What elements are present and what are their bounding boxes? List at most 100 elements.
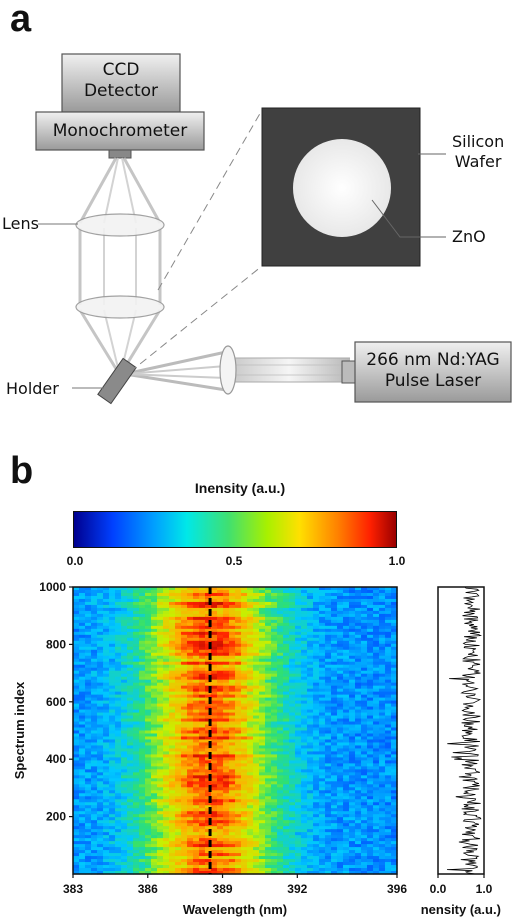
heatmap-cell — [109, 661, 116, 666]
heatmap-cell — [295, 742, 302, 747]
heatmap-cell — [79, 706, 86, 711]
heatmap-cell — [247, 670, 254, 675]
heatmap-cell — [121, 706, 128, 711]
heatmap-cell — [259, 619, 266, 624]
heatmap-cell — [355, 613, 362, 618]
heatmap-cell — [307, 688, 314, 693]
heatmap-cell — [307, 613, 314, 618]
heatmap-cell — [187, 799, 194, 803]
heatmap-cell — [283, 676, 290, 681]
heatmap-cell — [289, 649, 296, 654]
heatmap-cell — [109, 853, 116, 857]
heatmap-cell — [133, 727, 140, 732]
heatmap-cell — [127, 727, 134, 732]
heatmap-cell — [199, 844, 206, 848]
heatmap-cell — [97, 859, 104, 863]
heatmap-cell — [319, 730, 326, 735]
heatmap-cell — [97, 748, 104, 753]
heatmap-cell — [277, 679, 284, 684]
heatmap-cell — [313, 622, 320, 627]
heatmap-cell — [325, 640, 332, 645]
heatmap-cell — [151, 778, 158, 782]
heatmap-cell — [145, 799, 152, 803]
heatmap-cell — [391, 628, 398, 633]
heatmap-cell — [373, 610, 380, 615]
heatmap-cell — [253, 601, 260, 606]
heatmap-cell — [307, 598, 314, 603]
heatmap-cell — [229, 640, 236, 645]
heatmap-cell — [211, 640, 218, 645]
heatmap-cell — [169, 841, 176, 845]
heatmap-cell — [145, 763, 152, 767]
heatmap-cell — [283, 757, 290, 761]
heatmap-cell — [319, 589, 326, 594]
heatmap-cell — [151, 853, 158, 857]
heatmap-cell — [367, 673, 374, 678]
heatmap-cell — [175, 787, 182, 791]
heatmap-cell — [169, 724, 176, 729]
heatmap-cell — [127, 856, 134, 860]
heatmap-cell — [259, 844, 266, 848]
heatmap-cell — [253, 838, 260, 842]
heatmap-cell — [133, 649, 140, 654]
heatmap-cell — [109, 784, 116, 788]
heatmap-cell — [247, 587, 254, 591]
heatmap-cell — [247, 769, 254, 773]
heatmap-cell — [343, 736, 350, 741]
heatmap-cell — [385, 697, 392, 702]
heatmap-cell — [337, 661, 344, 666]
heatmap-cell — [271, 802, 278, 806]
heatmap-cell — [367, 703, 374, 708]
heatmap-cell — [307, 649, 314, 654]
heatmap-cell — [163, 673, 170, 678]
heatmap-cell — [133, 808, 140, 812]
heatmap-cell — [265, 799, 272, 803]
heatmap-cell — [151, 802, 158, 806]
heatmap-cell — [235, 736, 242, 741]
heatmap-cell — [277, 691, 284, 696]
heatmap-cell — [229, 721, 236, 726]
heatmap-cell — [217, 829, 224, 833]
heatmap-cell — [307, 799, 314, 803]
heatmap-cell — [139, 853, 146, 857]
heatmap-cell — [151, 814, 158, 818]
heatmap-cell — [121, 745, 128, 750]
heatmap-cell — [175, 796, 182, 800]
heatmap-cell — [187, 796, 194, 800]
heatmap-cell — [379, 706, 386, 711]
heatmap-cell — [217, 637, 224, 642]
heatmap-cell — [241, 778, 248, 782]
heatmap-cell — [97, 826, 104, 830]
heatmap-cell — [235, 640, 242, 645]
heatmap-cell — [175, 637, 182, 642]
heatmap-cell — [127, 760, 134, 764]
heatmap-cell — [253, 682, 260, 687]
heatmap-cell — [181, 652, 188, 657]
heatmap-cell — [205, 706, 212, 711]
heatmap-cell — [271, 676, 278, 681]
heatmap-cell — [271, 721, 278, 726]
heatmap-cell — [289, 664, 296, 669]
laser-beam — [124, 350, 350, 392]
heatmap-cell — [373, 778, 380, 782]
heatmap-cell — [157, 826, 164, 830]
heatmap-cell — [349, 763, 356, 767]
heatmap-cell — [373, 587, 380, 591]
heatmap-cell — [103, 778, 110, 782]
heatmap-cell — [235, 820, 242, 824]
heatmap-cell — [313, 814, 320, 818]
heatmap-cell — [391, 661, 398, 666]
heatmap-cell — [193, 853, 200, 857]
heatmap-cell — [343, 661, 350, 666]
heatmap-cell — [163, 799, 170, 803]
heatmap-cell — [265, 634, 272, 639]
heatmap-cell — [91, 598, 98, 603]
heatmap-cell — [85, 748, 92, 753]
heatmap-cell — [121, 685, 128, 690]
heatmap-cell — [247, 733, 254, 738]
heatmap-cell — [127, 742, 134, 747]
heatmap-cell — [343, 781, 350, 785]
heatmap-cell — [385, 718, 392, 723]
heatmap-cell — [235, 601, 242, 606]
heatmap-cell — [229, 700, 236, 705]
